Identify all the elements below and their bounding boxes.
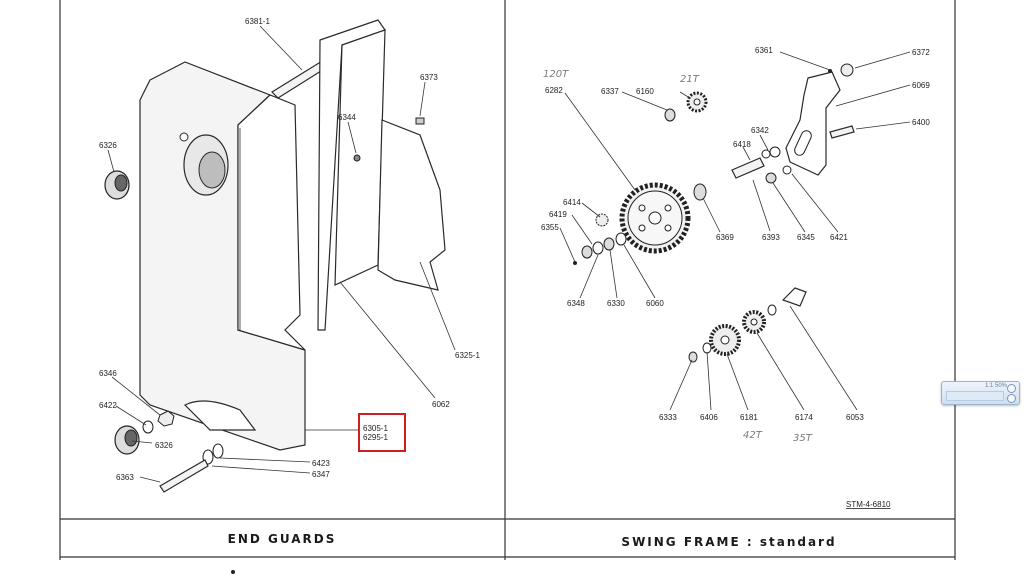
- viewer-zoom-widget[interactable]: 1:1 50%: [941, 381, 1020, 405]
- zoom-slider[interactable]: [946, 391, 1004, 401]
- left-leader-lines: [107, 25, 456, 483]
- handwritten-notes: 120T 21T 42T 35T: [543, 69, 813, 444]
- right-leader-lines: [559, 51, 911, 411]
- callout-label: 6344: [338, 113, 356, 122]
- callout-label: 6369: [716, 233, 734, 242]
- handwritten-note: 120T: [543, 69, 569, 80]
- callout-label: 6282: [545, 86, 563, 95]
- highlight-box: [358, 413, 406, 452]
- sheet-frame: [59, 0, 956, 574]
- callout-label: 6421: [830, 233, 848, 242]
- zoom-label: 1:1 50%: [984, 383, 1007, 389]
- callout-label: 6414: [563, 198, 581, 207]
- swing-frame-drawing: [559, 51, 911, 411]
- callout-label: 6373: [420, 73, 438, 82]
- callout-label: 6345: [797, 233, 815, 242]
- handwritten-note: 42T: [743, 430, 763, 441]
- callout-label: 6400: [912, 118, 930, 127]
- callout-label: 6342: [751, 126, 769, 135]
- callout-label: 6333: [659, 413, 677, 422]
- callout-label: 6330: [607, 299, 625, 308]
- handwritten-note: 35T: [793, 433, 813, 444]
- callout-label: 6355: [541, 223, 559, 232]
- callout-label: 6406: [700, 413, 718, 422]
- callout-label: 6305-1: [363, 424, 388, 433]
- callout-label: 6181: [740, 413, 758, 422]
- callout-label: 6418: [733, 140, 751, 149]
- callout-label: 6372: [912, 48, 930, 57]
- callout-label: 6348: [567, 299, 585, 308]
- callout-label: 6422: [99, 401, 117, 410]
- callout-label: 6326: [99, 141, 117, 150]
- callout-label: 6346: [99, 369, 117, 378]
- callout-label: 6393: [762, 233, 780, 242]
- callout-label: 6053: [846, 413, 864, 422]
- end-guard-drawing: [104, 19, 456, 493]
- callout-label: 6174: [795, 413, 813, 422]
- callout-label: 6069: [912, 81, 930, 90]
- handwritten-note: 21T: [680, 74, 700, 85]
- callout-label: 6295-1: [363, 433, 388, 442]
- drawing-code: STM-4-6810: [846, 500, 891, 509]
- callout-label: 6325-1: [455, 351, 480, 360]
- left-callouts: 6381-1 6373 6344 6326 6325-1 6062 6346 6…: [99, 17, 480, 482]
- callout-label: 6419: [549, 210, 567, 219]
- zoom-in-icon[interactable]: [1007, 384, 1016, 393]
- callout-label: 6361: [755, 46, 773, 55]
- panel-title-end-guards: END GUARDS: [228, 532, 337, 546]
- callout-label: 6381-1: [245, 17, 270, 26]
- callout-label: 6062: [432, 400, 450, 409]
- panel-title-swing-frame: SWING FRAME : standard: [621, 535, 836, 549]
- callout-label: 6347: [312, 470, 330, 479]
- callout-label: 6060: [646, 299, 664, 308]
- right-callouts: 6361 6372 6069 6400 6337 6160 6282 6342 …: [541, 46, 930, 422]
- zoom-out-icon[interactable]: [1007, 394, 1016, 403]
- callout-label: 6160: [636, 87, 654, 96]
- callout-label: 6337: [601, 87, 619, 96]
- callout-label: 6363: [116, 473, 134, 482]
- callout-label: 6326: [155, 441, 173, 450]
- callout-label: 6423: [312, 459, 330, 468]
